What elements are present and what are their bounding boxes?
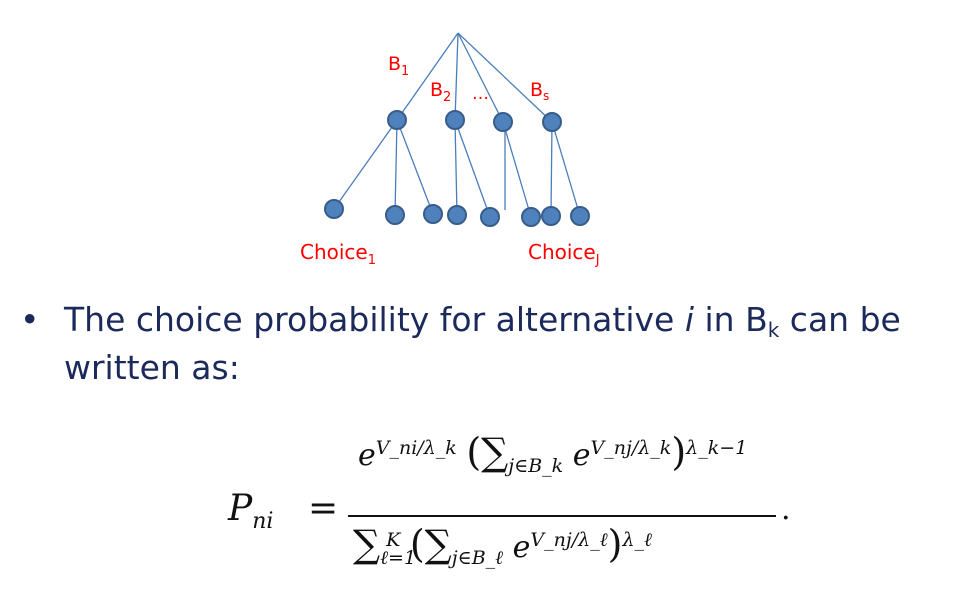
bullet-marker: • [20, 300, 40, 339]
choice-node [521, 207, 541, 227]
formula-numerator: eV_ni/λ_k (∑j∈B_k eV_nj/λ_k)λ_k−1 [358, 430, 748, 477]
nest-node [542, 112, 562, 132]
tree-edge [551, 121, 581, 217]
nested-logit-tree-diagram: B1 B2 … Bs Choice1 ChoiceJ [300, 32, 600, 268]
tree-edge [454, 119, 458, 216]
tree-edge [396, 119, 434, 215]
branch-label-ellipsis: … [472, 84, 489, 104]
choice-node [324, 199, 344, 219]
bullet-subscript: k [767, 318, 780, 342]
branch-label-b1: B1 [388, 53, 409, 79]
choice-node [447, 205, 467, 225]
formula-period: . [781, 492, 791, 527]
choice-label-1: Choice1 [300, 240, 376, 268]
nest-node [387, 110, 407, 130]
choice-node [423, 204, 443, 224]
choice-node [385, 205, 405, 225]
bullet-italic-i: i [684, 300, 695, 339]
tree-edge [550, 121, 553, 217]
tree-edge [333, 119, 398, 210]
choice-label-j: ChoiceJ [528, 240, 600, 268]
formula-equals: = [308, 488, 339, 529]
choice-node [570, 206, 590, 226]
tree-edge [457, 32, 553, 123]
tree-edge [502, 121, 532, 218]
tree-edge [454, 119, 491, 218]
bullet-text-part: The choice probability for alternative [64, 300, 685, 339]
fraction-bar [348, 515, 776, 517]
tree-edge [396, 32, 459, 121]
tree-edge [394, 119, 398, 216]
branch-label-bs: Bs [530, 79, 549, 103]
bullet-text-part: can be written as: [64, 300, 901, 387]
choice-node [480, 207, 500, 227]
choice-node [541, 206, 561, 226]
nest-node [445, 110, 465, 130]
bullet-text: The choice probability for alternative i… [64, 296, 964, 392]
bullet-text-part: in B [694, 300, 768, 339]
branch-label-b2: B2 [430, 79, 451, 105]
choice-probability-formula: Pni = eV_ni/λ_k (∑j∈B_k eV_nj/λ_k)λ_k−1 … [228, 430, 791, 590]
tree-edge [457, 32, 504, 123]
formula-lhs: Pni [228, 488, 274, 535]
nest-node [493, 112, 513, 132]
tree-edge [454, 32, 459, 121]
formula-denominator: ∑ℓ=1K (∑j∈B_ℓ eV_nj/λ_ℓ)λ_ℓ [353, 522, 652, 569]
